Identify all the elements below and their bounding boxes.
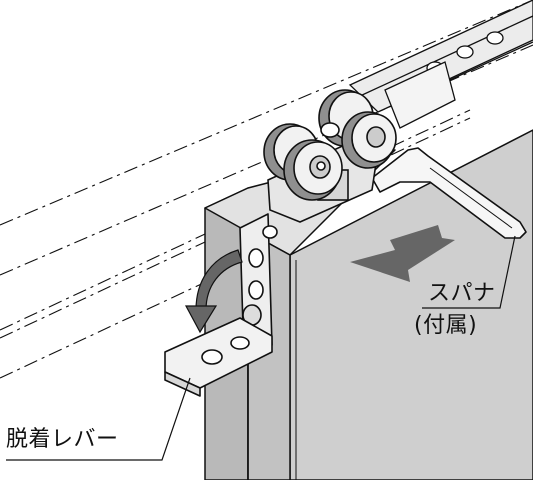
- motion-arrow-icon: [350, 225, 455, 282]
- upper-track: [348, 0, 533, 129]
- spanner-included-note: (付属): [414, 313, 478, 338]
- spanner-tool: [371, 147, 527, 239]
- rail-line-4: [0, 117, 471, 339]
- spanner-label: スパナ: [428, 281, 496, 306]
- wheel-front-right: [341, 111, 397, 169]
- bracket-hole: [248, 280, 264, 300]
- track-hole: [486, 31, 504, 45]
- lever-hole: [201, 349, 223, 365]
- track-hole: [456, 45, 474, 59]
- rail-line-1: [0, 0, 533, 226]
- bracket-hole: [248, 248, 264, 268]
- motion-arrow-shape: [350, 225, 455, 282]
- wheel-axle: [316, 161, 326, 171]
- rotate-arrow-head: [184, 305, 218, 334]
- release-lever-bracket: [164, 213, 278, 397]
- spanner-body: [371, 147, 527, 239]
- lever-hole: [230, 336, 250, 350]
- bracket-bolt: [262, 225, 278, 239]
- rotate-arrow-icon: [184, 249, 243, 334]
- release-leader: [6, 377, 191, 461]
- release-lever-label: 脱着レバー: [6, 427, 119, 452]
- wheel-hub: [366, 126, 386, 148]
- center-bolt: [320, 122, 340, 138]
- spanner-edge: [429, 167, 513, 229]
- track-bracket: [384, 61, 456, 129]
- spanner-leader: [422, 235, 516, 309]
- wheel-front-left: [283, 139, 343, 201]
- track-edge: [359, 15, 533, 97]
- leader-lines: [6, 235, 516, 461]
- hanger-assembly: [263, 89, 397, 223]
